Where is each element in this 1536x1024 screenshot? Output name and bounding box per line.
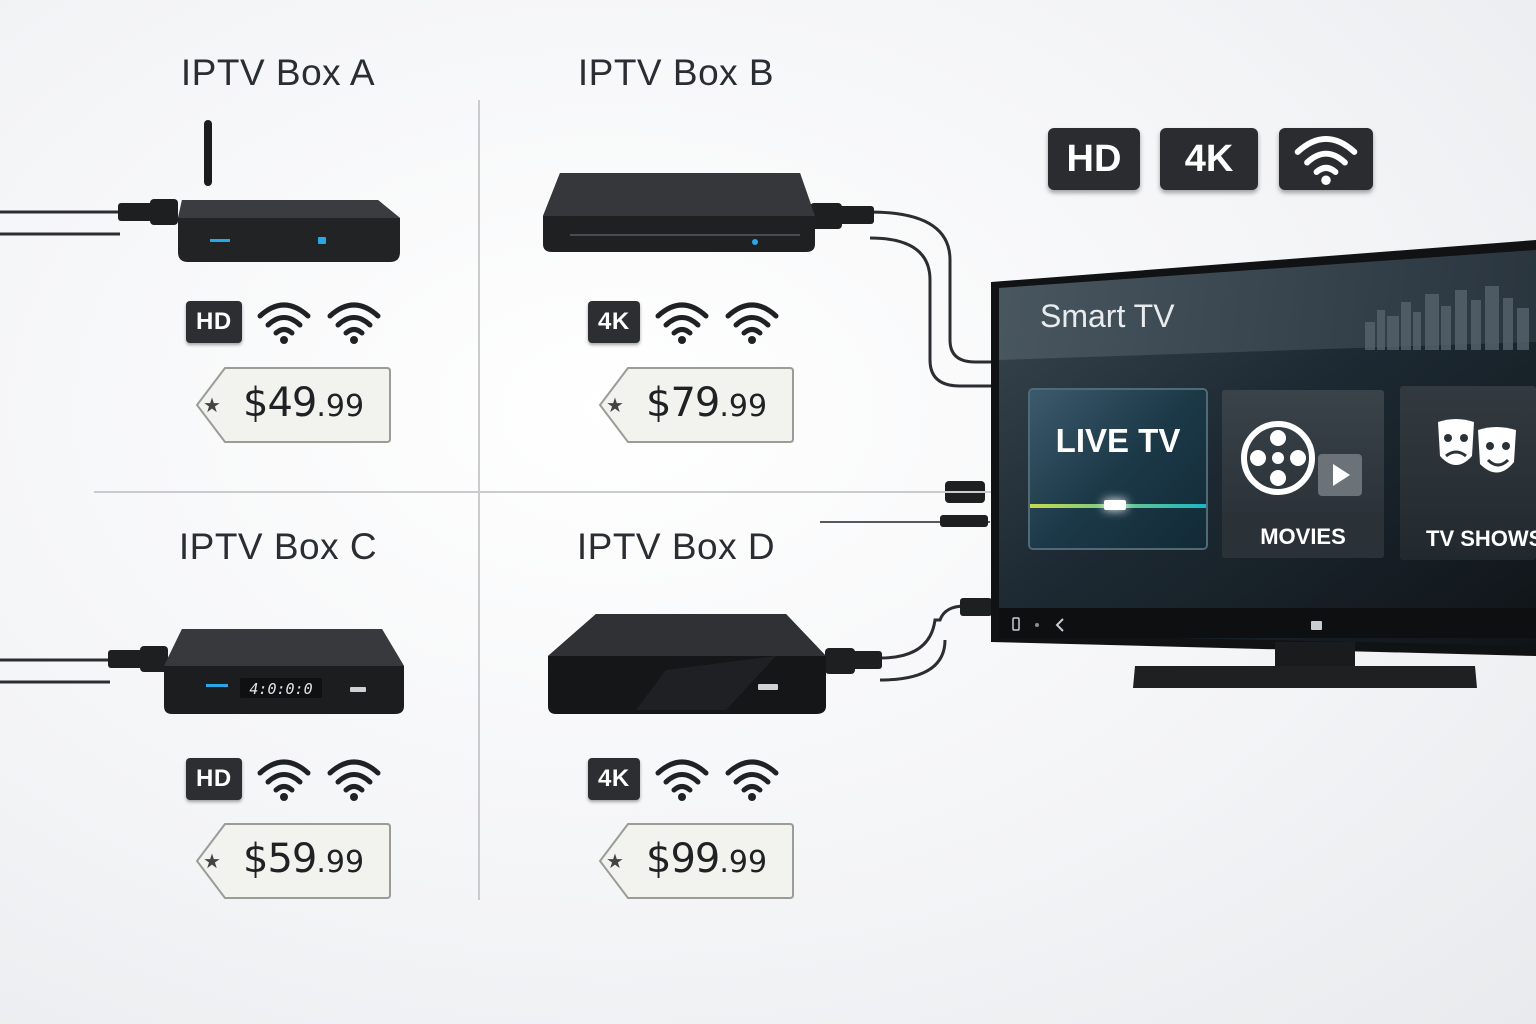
star-icon: ★ bbox=[203, 395, 221, 417]
film-reel-icon bbox=[1241, 421, 1362, 496]
box-b-price: $79 bbox=[646, 380, 720, 426]
wifi-icon bbox=[655, 759, 709, 801]
box-c-title: IPTV Box C bbox=[178, 526, 378, 567]
wifi-icon bbox=[1294, 136, 1358, 185]
box-a-features: HD bbox=[186, 300, 382, 344]
box-b-features: 4K bbox=[588, 300, 780, 344]
wifi-icon bbox=[725, 302, 779, 344]
wifi-icon bbox=[327, 759, 381, 801]
wifi-badge bbox=[1279, 128, 1373, 190]
box-a-price-cents: .99 bbox=[316, 389, 365, 424]
star-icon: ★ bbox=[606, 395, 624, 417]
live-tv-slider-knob bbox=[1104, 500, 1126, 510]
box-c-display: 4:0:0:0 bbox=[249, 680, 312, 698]
box-a-device bbox=[178, 120, 400, 262]
hd-badge: HD bbox=[1048, 128, 1140, 190]
wifi-icon bbox=[327, 302, 381, 344]
tv-title: Smart TV bbox=[1040, 298, 1175, 334]
box-a-title: IPTV Box A bbox=[180, 52, 376, 93]
horizontal-divider bbox=[94, 491, 994, 493]
box-c-price-tag: ★ $59.99 bbox=[195, 822, 391, 900]
wifi-icon bbox=[725, 759, 779, 801]
movies-label: MOVIES bbox=[1260, 524, 1346, 549]
tile-live-tv[interactable]: LIVE TV bbox=[1030, 390, 1206, 548]
tile-movies[interactable]: MOVIES bbox=[1222, 390, 1384, 558]
box-d-price-tag: ★ $99.99 bbox=[598, 822, 794, 900]
box-a-price-tag: ★ $49.99 bbox=[195, 366, 391, 444]
star-icon: ★ bbox=[203, 851, 221, 873]
box-c-device: 4:0:0:0 bbox=[164, 629, 404, 714]
box-d-title: IPTV Box D bbox=[576, 526, 776, 567]
box-c-price: $59 bbox=[243, 836, 317, 882]
wifi-icon bbox=[257, 759, 311, 801]
box-d-resolution-badge: 4K bbox=[588, 758, 640, 800]
tv-shows-label: TV SHOWS bbox=[1426, 526, 1536, 551]
box-d-price-cents: .99 bbox=[719, 845, 768, 880]
tile-tv-shows[interactable]: TV SHOWS bbox=[1400, 386, 1536, 560]
box-b-resolution-badge: 4K bbox=[588, 301, 640, 343]
box-c-features: HD bbox=[186, 757, 382, 801]
box-c-resolution-badge: HD bbox=[186, 758, 242, 800]
box-b-device bbox=[543, 173, 815, 252]
wifi-icon bbox=[257, 302, 311, 344]
live-tv-label: LIVE TV bbox=[1055, 422, 1181, 459]
box-a-price: $49 bbox=[243, 380, 317, 426]
box-b-title: IPTV Box B bbox=[577, 52, 775, 93]
star-icon: ★ bbox=[606, 851, 624, 873]
box-a-resolution-badge: HD bbox=[186, 301, 242, 343]
box-b-price-tag: ★ $79.99 bbox=[598, 366, 794, 444]
vertical-divider bbox=[478, 100, 480, 900]
box-c-price-cents: .99 bbox=[316, 845, 365, 880]
box-d-device bbox=[548, 614, 826, 714]
box-d-features: 4K bbox=[588, 757, 780, 801]
box-d-price: $99 bbox=[646, 836, 720, 882]
theater-masks-icon bbox=[1438, 419, 1516, 473]
wifi-icon bbox=[655, 302, 709, 344]
box-b-price-cents: .99 bbox=[719, 389, 768, 424]
4k-badge: 4K bbox=[1160, 128, 1258, 190]
